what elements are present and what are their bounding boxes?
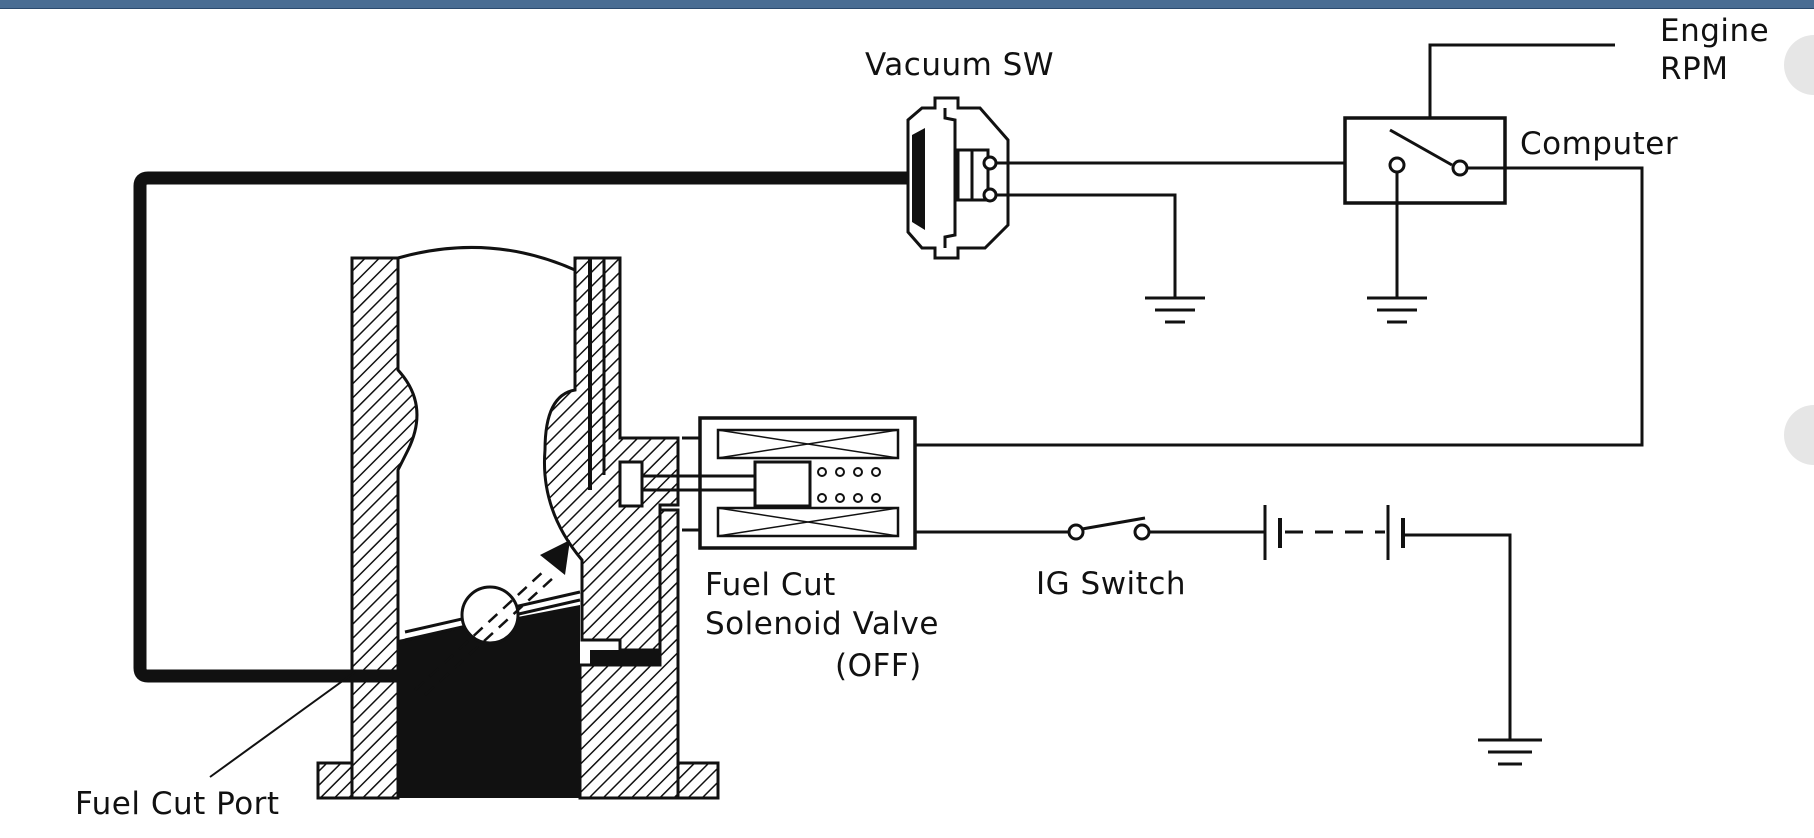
venturi-top-curve [397, 245, 576, 272]
fuel-cut-port-leader [209, 671, 356, 778]
label-fuel-cut-port: Fuel Cut Port [75, 786, 280, 822]
label-computer: Computer [1520, 126, 1678, 162]
label-off-state: (OFF) [835, 648, 922, 684]
carburetor-right-wall [542, 256, 680, 652]
label-vacuum-sw: Vacuum SW [865, 47, 1054, 83]
fuel-chamber [398, 605, 580, 798]
label-ig-switch: IG Switch [1036, 566, 1186, 602]
carburetor-body [316, 245, 720, 800]
vacuum-switch [906, 96, 1010, 260]
label-engine: Engine [1660, 13, 1769, 49]
window-top-bar [0, 0, 1814, 9]
battery [1263, 505, 1405, 560]
label-solenoid-valve: Solenoid Valve [705, 606, 939, 642]
fuel-cut-solenoid-valve [618, 416, 917, 550]
label-fuel-cut: Fuel Cut [705, 567, 836, 603]
throttle-shaft [460, 585, 520, 645]
vacuum-hose [133, 171, 910, 683]
throttle-arrow [540, 540, 570, 575]
computer-box [1343, 116, 1507, 298]
ground-symbol-battery [1478, 738, 1542, 766]
carburetor-left-wall [350, 256, 419, 800]
ig-switch [1067, 516, 1151, 541]
label-rpm: RPM [1660, 51, 1728, 87]
ground-symbol-computer [1367, 296, 1427, 324]
ground-symbol-vacuum [1145, 296, 1205, 324]
